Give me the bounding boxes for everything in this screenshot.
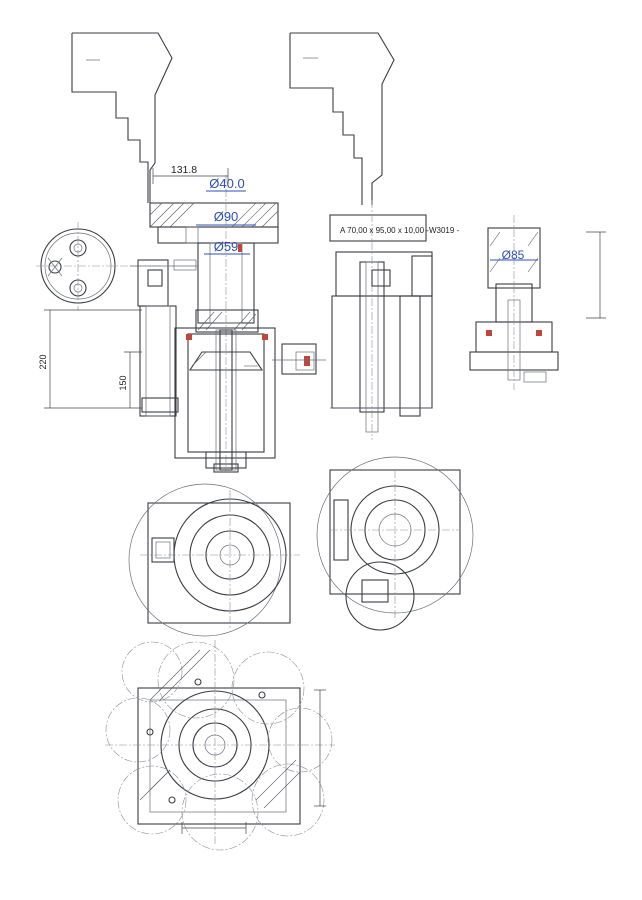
- plan-view-right: [316, 456, 474, 631]
- middle-section-view: [329, 200, 433, 440]
- dimension-lines: [44, 168, 538, 409]
- dim-131-8-label: 131.8: [171, 164, 197, 176]
- motor-cylinder-view: [130, 259, 198, 417]
- right-profile-outline: [289, 32, 395, 205]
- dim-diameter-40-label: Ø40.0: [209, 176, 244, 191]
- left-profile-outline: [71, 32, 173, 203]
- side-bracket: [272, 343, 326, 375]
- dim-150-label: 150: [118, 375, 128, 390]
- part-note-large: A 70,00 x 95,00 x 10,00 -W3019 -: [340, 226, 460, 235]
- bottom-assembly-plan: [105, 640, 335, 851]
- dim-diameter-90-label: Ø90: [214, 209, 239, 224]
- dim-220-label: 220: [38, 354, 48, 369]
- right-detail-view: [469, 215, 606, 390]
- pulley-end-view: [36, 222, 160, 310]
- dim-diameter-85-label: Ø85: [502, 248, 525, 262]
- plan-view-left: [128, 483, 300, 637]
- main-section-view: [149, 175, 279, 473]
- dim-diameter-59-label: Ø59: [214, 239, 239, 254]
